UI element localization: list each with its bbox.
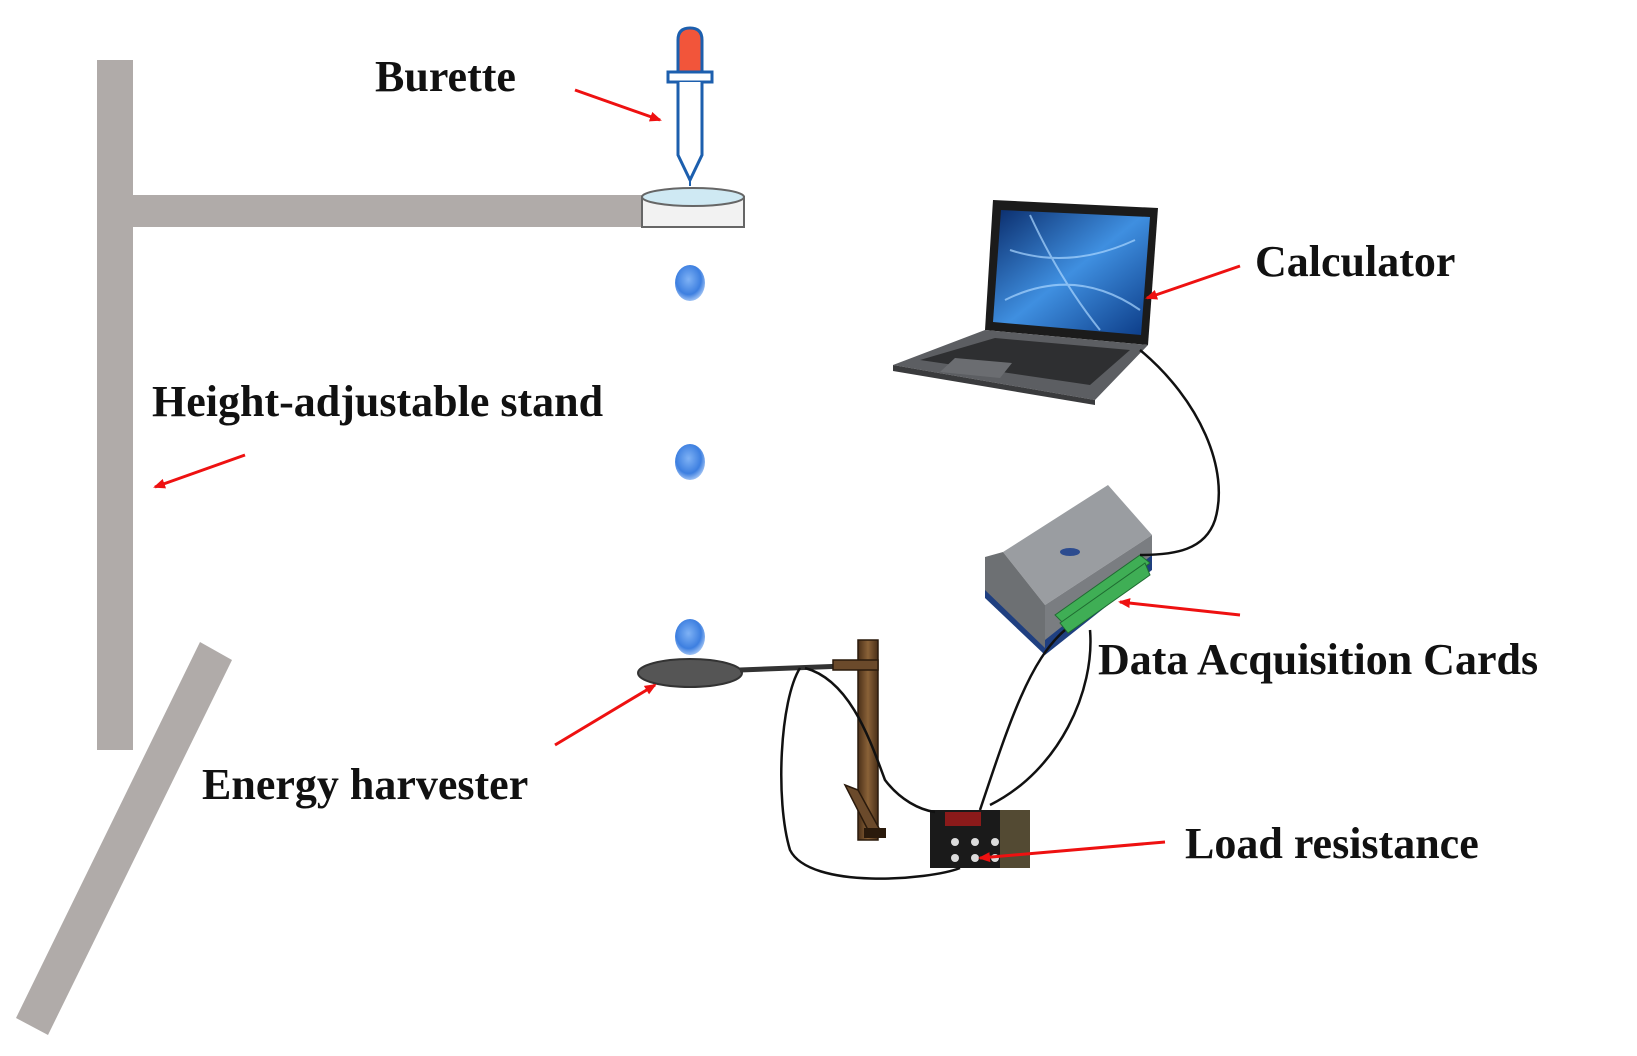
wire-harvester-load-1 [780,667,961,880]
label-burette: Burette [375,52,516,101]
arrow-harvester [554,683,657,747]
connection-wires [780,349,1220,880]
arrow-stand [153,453,246,489]
droplet [675,619,705,655]
label-calculator: Calculator [1255,237,1456,286]
wire-daq-load-1 [978,629,1066,811]
daq-card-icon [985,485,1152,655]
laptop-icon [893,200,1158,405]
callout-arrows [153,88,1241,863]
arrow-burette [574,88,662,122]
droplet [675,265,705,301]
height-adjustable-stand [16,60,642,1035]
resistor-box-icon [930,810,1030,868]
piezo-disc-icon [637,658,846,688]
label-energy-harvester: Energy harvester [202,760,529,809]
label-data-acquisition-cards: Data Acquisition Cards [1098,635,1539,684]
arrow-daq [1118,598,1241,617]
wire-daq-load-2 [989,629,1092,807]
falling-droplets [675,265,705,655]
label-height-adjustable-stand: Height-adjustable stand [152,377,604,426]
dropper-icon [666,26,714,186]
wooden-support-icon [832,639,886,841]
arrow-load [978,840,1166,863]
arrow-calculator [1145,264,1241,300]
droplet [675,444,705,480]
label-load-resistance: Load resistance [1185,819,1479,868]
wire-harvester-load-2 [804,666,936,814]
dish-holder [641,187,745,228]
wire-laptop-daq [1139,349,1220,557]
